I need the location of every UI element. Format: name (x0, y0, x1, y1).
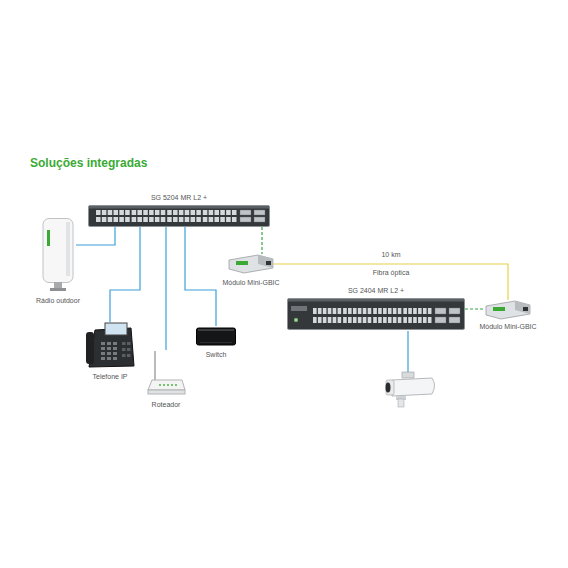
device-node: Módulo Mini-GBIC (228, 254, 274, 274)
cable-line (110, 227, 140, 322)
radio-icon (40, 218, 76, 292)
device-node: Roteador (146, 350, 186, 396)
device-label: Rádio outdoor (35, 297, 81, 305)
device-label: SG 5204 MR L2 + (150, 194, 208, 202)
camera-icon (386, 372, 435, 407)
module-icon (228, 254, 274, 274)
device-node: Telefone IP (85, 322, 135, 368)
cable-line (76, 227, 115, 245)
cable-line (274, 264, 508, 300)
cable-line (261, 227, 262, 254)
module-icon (485, 300, 531, 318)
camera-wire (407, 331, 408, 376)
cable-label: 10 km (379, 251, 402, 259)
device-label: Telefone IP (91, 373, 128, 381)
diagram-title: Soluções integradas (30, 156, 147, 170)
cable-line (165, 227, 166, 350)
phone-icon (85, 322, 135, 368)
device-node: SG 5204 MR L2 + (88, 205, 270, 227)
device-node: Módulo Mini-GBIC (485, 300, 531, 318)
cable-line (185, 227, 216, 326)
device-node: Rádio outdoor (40, 218, 76, 292)
switch24-icon (287, 298, 465, 330)
note-label: Fibra óptica (371, 269, 412, 277)
smallswitch-icon (196, 326, 236, 346)
device-label: Módulo Mini-GBIC (221, 279, 280, 287)
device-node: Switch (196, 326, 236, 346)
device-label: Switch (205, 351, 228, 359)
router-icon (146, 350, 186, 396)
device-label: Módulo Mini-GBIC (478, 323, 537, 331)
switch48-icon (88, 205, 270, 227)
device-label: SG 2404 MR L2 + (347, 287, 405, 295)
device-node: SG 2404 MR L2 + (287, 298, 465, 330)
device-label: Roteador (151, 401, 182, 409)
cable-line (465, 308, 485, 309)
